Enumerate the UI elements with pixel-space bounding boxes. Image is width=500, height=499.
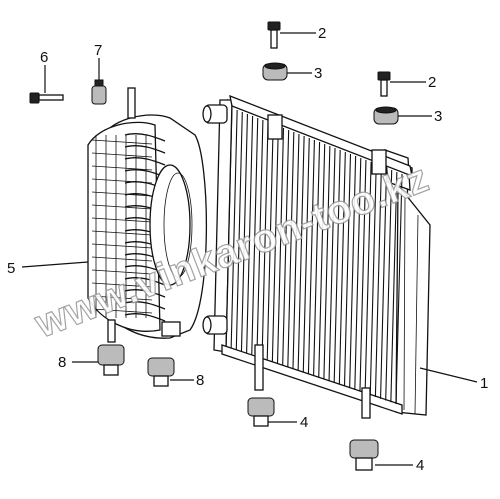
fan-grille	[91, 135, 153, 318]
callout-7: 7	[94, 42, 102, 59]
grommet-part-7	[91, 79, 107, 105]
callout-2-upper: 2	[318, 25, 326, 42]
radiator-bottom-pin	[361, 387, 371, 419]
radiator-pipe-top	[202, 104, 228, 124]
shroud-bottom-bracket	[161, 321, 181, 337]
radiator-bottom-pin	[254, 344, 264, 391]
grommet-part-3-upper	[262, 62, 288, 81]
rubber-foot-part-4-lower	[349, 439, 379, 471]
radiator-core-assembly	[202, 94, 431, 419]
radiator-mount-tab	[267, 114, 283, 140]
radiator-fins	[225, 107, 403, 405]
callout-labels: 1 2 2 3 3 4 4 5 6 7 8 8	[7, 25, 488, 474]
rubber-foot-part-8-right	[147, 357, 175, 387]
fan-shroud-assembly	[87, 87, 208, 343]
grommet-part-3-lower	[373, 106, 399, 125]
callout-4-upper: 4	[300, 414, 308, 431]
fan-motor-hub	[149, 164, 191, 286]
callout-3-upper: 3	[314, 65, 322, 82]
callout-8-left: 8	[58, 354, 66, 371]
shroud-bottom-post	[107, 319, 116, 343]
callout-5: 5	[7, 260, 15, 277]
rubber-foot-part-8-left	[97, 344, 125, 376]
shroud-top-post	[127, 87, 136, 119]
callout-6: 6	[40, 49, 48, 66]
radiator-pipe-bottom	[202, 315, 228, 335]
callout-4-lower: 4	[416, 457, 424, 474]
bolt-part-2-upper	[267, 21, 281, 49]
rubber-foot-part-4-upper	[247, 397, 275, 427]
callout-2-lower: 2	[428, 74, 436, 91]
leader-lines	[21, 32, 478, 466]
radiator-mount-tab	[371, 149, 387, 175]
callout-1: 1	[480, 375, 488, 392]
callout-8-right: 8	[196, 372, 204, 389]
bolt-part-2-lower	[377, 71, 391, 97]
callout-3-lower: 3	[434, 108, 442, 125]
bolt-part-6	[29, 92, 64, 104]
